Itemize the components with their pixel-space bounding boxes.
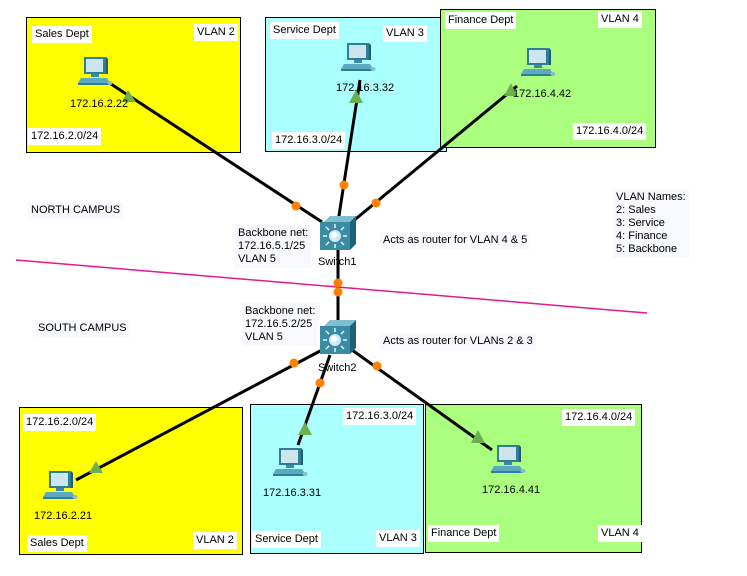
switch1-icon[interactable] [320, 216, 356, 251]
pc-ip-label: 172.16.4.41 [482, 484, 541, 496]
pc-ip-label: 172.16.3.31 [263, 487, 322, 499]
south-finance-dept-label: Finance Dept [428, 525, 500, 542]
north-sales-subnet-label: 172.16.2.0/24 [28, 128, 102, 145]
switch2-backbone-label: Backbone net: 172.16.5.2/25 VLAN 5 [242, 303, 319, 346]
link-switch1-pc-3-32[interactable] [336, 79, 362, 223]
switch1-note-label: Acts as router for VLAN 4 & 5 [380, 232, 531, 249]
switch2-note-label: Acts as router for VLANs 2 & 3 [380, 333, 536, 350]
pc-icon[interactable] [341, 43, 376, 71]
link-switch1-pc-4-42[interactable] [351, 84, 518, 224]
link-marker-triangle [471, 430, 485, 443]
switch2-icon[interactable] [320, 320, 356, 355]
pc-icon[interactable] [43, 471, 78, 499]
north-sales-dept-label: Sales Dept [32, 26, 92, 43]
north-sales-vlan-label: VLAN 2 [194, 24, 238, 41]
link-dot [333, 287, 343, 297]
pc-ip-label: 172.16.2.22 [70, 98, 129, 110]
south-finance-subnet-label: 172.16.4.0/24 [562, 409, 636, 426]
campus-divider [15, 259, 648, 314]
pc-icon[interactable] [78, 57, 113, 85]
north-service-subnet-label: 172.16.3.0/24 [272, 132, 346, 149]
link-marker-triangle [298, 422, 312, 435]
link-marker-triangle [122, 90, 136, 102]
north-campus-label: NORTH CAMPUS [28, 202, 124, 219]
north-finance-dept-label: Finance Dept [445, 12, 517, 29]
pc-icon[interactable] [521, 48, 556, 76]
pc-ip-label: 172.16.2.21 [34, 510, 93, 522]
south-campus-label: SOUTH CAMPUS [35, 320, 130, 337]
north-service-dept-label: Service Dept [270, 22, 339, 39]
north-finance-vlan-label: VLAN 4 [598, 11, 642, 28]
pc-ip-label: 172.16.3.32 [336, 82, 395, 94]
vlan-names-legend: VLAN Names: 2: Sales 3: Service 4: Finan… [613, 189, 689, 258]
link-marker-triangle [89, 461, 103, 473]
south-sales-vlan-label: VLAN 2 [193, 532, 237, 549]
link-dot [371, 198, 381, 208]
north-service-vlan-label: VLAN 3 [383, 25, 427, 42]
link-switch2-pc-2-21[interactable] [75, 348, 323, 482]
link-marker-triangle [504, 83, 517, 96]
link-dot [289, 358, 299, 368]
switch1-name-label: Switch1 [318, 256, 357, 268]
pc-ip-label: 172.16.4.42 [513, 88, 572, 100]
switch1-backbone-label: Backbone net: 172.16.5.1/25 VLAN 5 [235, 225, 312, 268]
pc-icon[interactable] [491, 445, 526, 473]
link-switch1-pc-2-22[interactable] [110, 82, 323, 224]
link-dot [333, 278, 343, 288]
pc-icon[interactable] [273, 448, 308, 476]
link-dot [291, 201, 301, 211]
link-dot [372, 361, 382, 371]
south-service-dept-label: Service Dept [252, 531, 321, 548]
south-finance-vlan-label: VLAN 4 [598, 525, 642, 542]
south-service-area [250, 404, 424, 554]
link-marker-triangle [349, 90, 363, 103]
north-finance-subnet-label: 172.16.4.0/24 [573, 123, 647, 140]
south-sales-subnet-label: 172.16.2.0/24 [23, 414, 97, 431]
south-sales-dept-label: Sales Dept [27, 535, 87, 552]
south-service-vlan-label: VLAN 3 [376, 530, 420, 547]
link-dot [315, 378, 325, 388]
south-service-subnet-label: 172.16.3.0/24 [343, 408, 417, 425]
link-dot [339, 180, 349, 190]
switch2-name-label: Switch2 [318, 362, 357, 374]
